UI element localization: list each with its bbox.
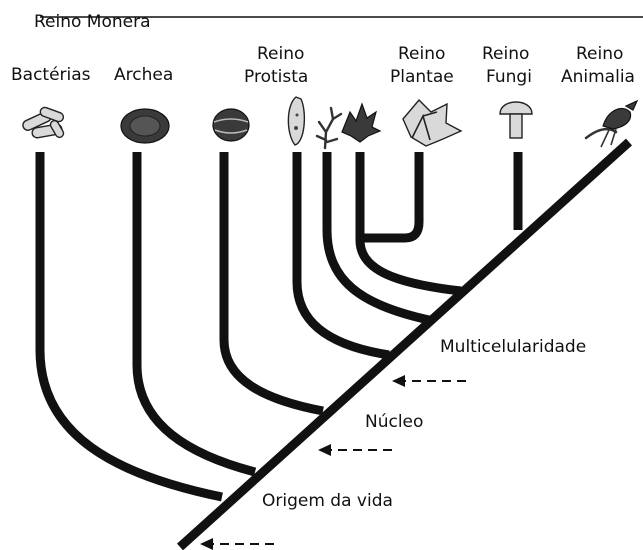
- branch-red-algae: [355, 152, 462, 296]
- branch-archea: [132, 152, 257, 477]
- label-bacterias: Bactérias: [11, 65, 91, 85]
- bacteria-icon: [22, 106, 65, 139]
- label-animalia-line2: Animalia: [561, 67, 635, 87]
- branch-paramecium: [292, 152, 390, 360]
- label-animalia-line1: Reino: [576, 44, 623, 64]
- label-fungi-line1: Reino: [482, 44, 529, 64]
- archea-icon: [120, 108, 170, 144]
- mushroom-icon: [499, 101, 533, 139]
- branch-bacterias: [35, 152, 223, 502]
- label-plantae-line2: Plantae: [390, 67, 454, 87]
- label-fungi-line2: Fungi: [486, 67, 532, 87]
- label-protista-line1: Reino: [257, 44, 304, 64]
- branch-plant-clade: [362, 152, 424, 243]
- arrow-multicelularidade: [392, 375, 466, 387]
- label-origem-da-vida: Origem da vida: [262, 491, 393, 511]
- red-algae-icon: [341, 102, 382, 143]
- branch-seaweed: [322, 152, 430, 325]
- paramecium-icon: [287, 96, 306, 146]
- label-plantae-line1: Reino: [398, 44, 445, 64]
- label-archea: Archea: [114, 65, 173, 85]
- branch-protist-cell: [219, 152, 324, 416]
- label-protista-line2: Protista: [244, 67, 308, 87]
- arrow-origem-da-vida: [200, 538, 274, 550]
- seaweed-icon: [315, 106, 343, 150]
- arrow-nucleo: [318, 444, 392, 456]
- plant-icon: [402, 98, 463, 147]
- label-nucleo: Núcleo: [365, 412, 423, 432]
- bird-icon: [584, 99, 639, 148]
- label-multicelularidade: Multicelularidade: [440, 337, 586, 357]
- label-reino-monera: Reino Monera: [34, 12, 151, 32]
- main-trunk: [176, 138, 633, 550]
- protist-cell-icon: [212, 108, 250, 142]
